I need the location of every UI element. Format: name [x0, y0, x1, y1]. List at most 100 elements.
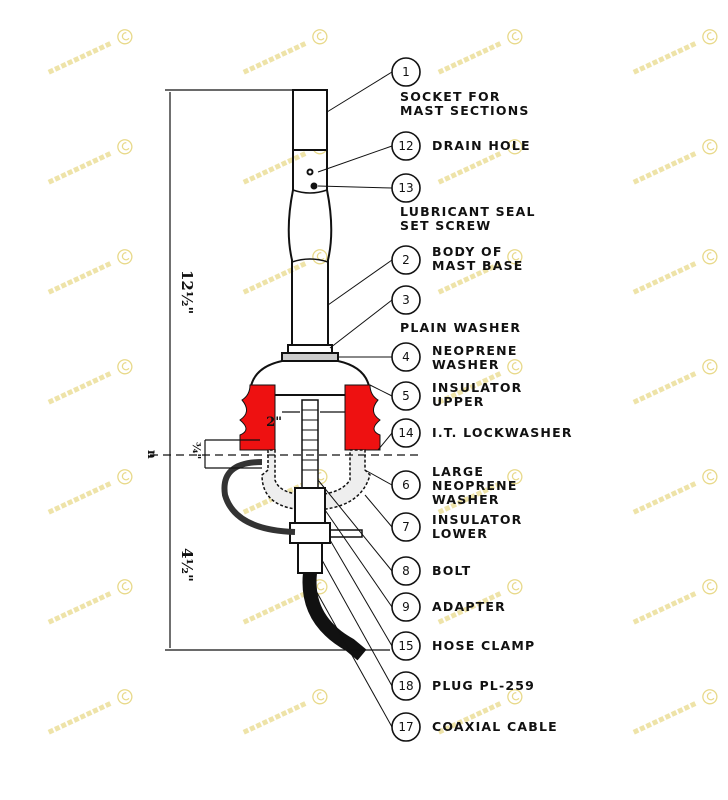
- callout-number: 15: [398, 639, 413, 653]
- leader-line: [326, 71, 393, 113]
- copyright-c-mark: [511, 692, 520, 701]
- callout-number: 13: [398, 181, 413, 195]
- callout-circle: [391, 173, 421, 203]
- copyright-icon: [507, 579, 523, 595]
- callout-number: 6: [402, 478, 410, 492]
- leader-line: [317, 185, 393, 189]
- callout-label: COAXIAL CABLE: [432, 719, 558, 734]
- watermark-lettering: [632, 150, 699, 185]
- plug-pl259: [297, 542, 323, 574]
- leader-line: [309, 579, 393, 728]
- callout-circle: [391, 631, 421, 661]
- leader-lines: [309, 71, 393, 728]
- watermark: [47, 139, 133, 185]
- copyright-icon: [507, 139, 523, 155]
- callout-number: 7: [402, 520, 410, 534]
- copyright-c-mark: [706, 692, 715, 701]
- callout-circle: [391, 512, 421, 542]
- copyright-icon: [117, 689, 133, 705]
- callout-label: SOCKET FOR: [400, 89, 501, 104]
- copyright-icon: [507, 29, 523, 45]
- watermark-lettering: [632, 700, 699, 735]
- copyright-icon: [117, 359, 133, 375]
- copyright-icon: [312, 29, 328, 45]
- watermark: [47, 469, 133, 515]
- callout-label: BODY OF: [432, 244, 503, 259]
- watermark-lettering: [47, 370, 114, 405]
- copyright-c-mark: [511, 582, 520, 591]
- copyright-c-mark: [121, 692, 130, 701]
- copyright-icon: [702, 469, 718, 485]
- leader-line: [329, 539, 393, 647]
- copyright-icon: [702, 689, 718, 705]
- leader-line: [324, 509, 393, 608]
- dim-base-marker: n: [145, 450, 159, 459]
- watermark-lettering: [47, 150, 114, 185]
- dim-insulator-width: 2": [266, 415, 282, 430]
- watermark: [47, 579, 133, 625]
- watermark-lettering: [632, 370, 699, 405]
- callout-circle: [391, 418, 421, 448]
- leader-line: [377, 432, 393, 451]
- callout-15: 15 HOSE CLAMP: [391, 631, 535, 661]
- dim-lower: 4½": [178, 548, 196, 582]
- callout-label: LUBRICANT SEAL: [400, 204, 536, 219]
- coaxial-cable: [302, 572, 367, 661]
- callout-circle: [391, 131, 421, 161]
- callout-label: WASHER: [432, 492, 500, 507]
- callout-circle: [391, 285, 421, 315]
- adapter: [294, 487, 326, 524]
- watermark-lettering: [632, 480, 699, 515]
- callout-label: UPPER: [432, 394, 485, 409]
- callout-number: 1: [402, 65, 410, 79]
- watermark: [47, 689, 133, 735]
- watermark: [632, 579, 718, 625]
- callout-circle: [391, 712, 421, 742]
- watermark: [632, 359, 718, 405]
- copyright-c-mark: [706, 142, 715, 151]
- copyright-c-mark: [511, 142, 520, 151]
- callout-number: 3: [402, 293, 410, 307]
- watermark-lettering: [47, 480, 114, 515]
- callout-circle: [391, 245, 421, 275]
- dim-insulator-gap: ¾": [190, 442, 203, 459]
- copyright-icon: [702, 579, 718, 595]
- leader-line: [364, 469, 393, 486]
- copyright-c-mark: [511, 32, 520, 41]
- ground-strap: [221, 459, 296, 535]
- callout-label: SET SCREW: [400, 218, 491, 233]
- callout-number: 2: [402, 253, 410, 267]
- copyright-c-mark: [316, 692, 325, 701]
- copyright-icon: [117, 29, 133, 45]
- callout-circle: [391, 671, 421, 701]
- copyright-icon: [702, 139, 718, 155]
- watermark: [47, 249, 133, 295]
- watermark-lettering: [47, 700, 114, 735]
- mast-socket: [287, 89, 333, 345]
- callout-label: INSULATOR: [432, 512, 523, 527]
- callout-circle: [391, 57, 421, 87]
- copyright-c-mark: [511, 362, 520, 371]
- copyright-c-mark: [706, 32, 715, 41]
- copyright-c-mark: [121, 472, 130, 481]
- callout-label: HOSE CLAMP: [432, 638, 535, 653]
- callout-label: PLAIN WASHER: [400, 320, 521, 335]
- copyright-c-mark: [706, 252, 715, 261]
- drain-hole: [306, 168, 314, 176]
- leader-line: [321, 559, 393, 687]
- callout-number: 17: [398, 720, 413, 734]
- callout-number: 5: [402, 389, 410, 403]
- copyright-icon: [702, 249, 718, 265]
- insulator-upper-left: [239, 384, 276, 451]
